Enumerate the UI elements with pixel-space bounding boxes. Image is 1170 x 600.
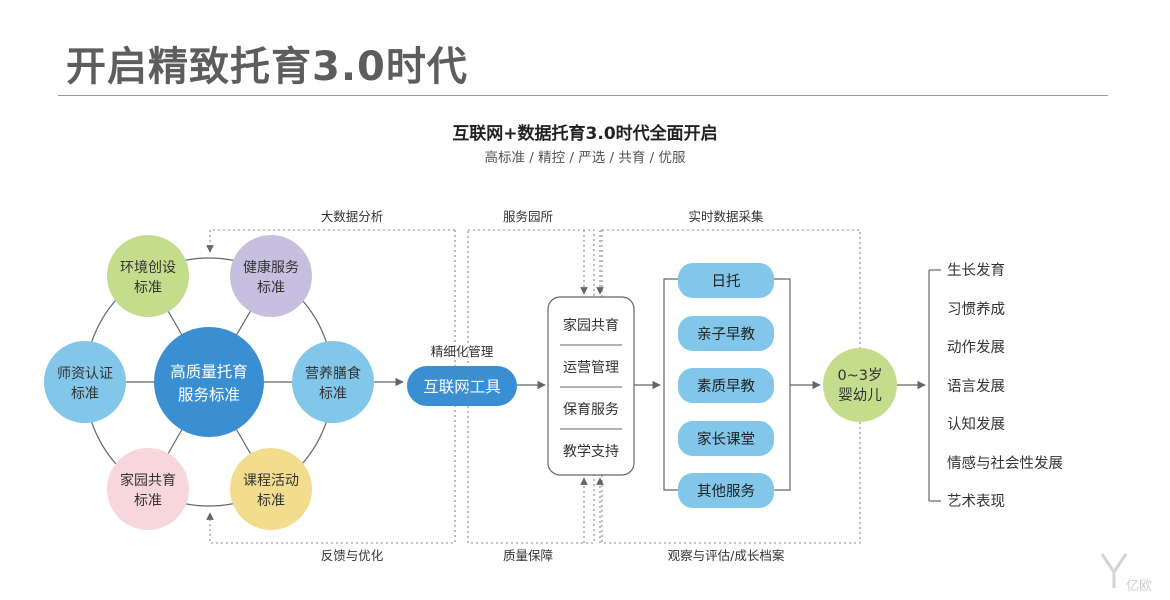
service-other: 其他服务 bbox=[697, 483, 755, 500]
node-teacher-line2: 标准 bbox=[71, 386, 99, 402]
node-family-circle bbox=[107, 448, 189, 530]
services-bracket-left bbox=[663, 278, 680, 491]
service-parent-class: 家长课堂 bbox=[697, 431, 755, 448]
internet-tool-label: 互联网工具 bbox=[423, 378, 501, 396]
label-refine: 精细化管理 bbox=[431, 344, 494, 359]
infant-label: 婴幼儿 bbox=[838, 387, 882, 404]
outcome-item: 艺术表现 bbox=[947, 493, 1005, 510]
node-nutrition-circle bbox=[292, 341, 374, 423]
node-environment-line1: 环境创设 bbox=[120, 260, 176, 276]
service-parent-child: 亲子早教 bbox=[697, 326, 755, 343]
service-pill bbox=[678, 263, 774, 298]
outcome-item: 习惯养成 bbox=[947, 301, 1005, 318]
node-nutrition-line1: 营养膳食 bbox=[305, 365, 361, 382]
node-teacher-line1: 师资认证 bbox=[57, 366, 113, 382]
node-family-line2: 标准 bbox=[134, 493, 162, 509]
outcome-item: 语言发展 bbox=[947, 378, 1005, 395]
center-circle bbox=[154, 327, 264, 437]
service-pill bbox=[678, 421, 774, 456]
outcome-item: 认知发展 bbox=[947, 416, 1005, 433]
node-health-circle bbox=[230, 235, 312, 317]
outcomes-list: 生长发育 习惯养成 动作发展 语言发展 认知发展 情感与社会性发展 艺术表现 bbox=[947, 262, 1063, 510]
node-curriculum-line1: 课程活动 bbox=[243, 473, 299, 489]
outcomes-bracket bbox=[928, 269, 941, 502]
center-line2: 服务标准 bbox=[178, 386, 240, 404]
campus-box bbox=[547, 296, 635, 476]
node-teacher-circle bbox=[44, 341, 126, 423]
campus-item-teaching: 教学支持 bbox=[563, 444, 619, 460]
node-curriculum-line2: 标准 bbox=[257, 493, 285, 509]
center-line1: 高质量托育 bbox=[170, 363, 248, 381]
campus-item-family: 家园共育 bbox=[563, 317, 619, 334]
outcome-item: 生长发育 bbox=[947, 262, 1005, 279]
outcome-item: 情感与社会性发展 bbox=[947, 455, 1063, 472]
label-big-data: 大数据分析 bbox=[321, 209, 384, 224]
diagram-subtitle: 互联网+数据托育3.0时代全面开启 bbox=[452, 124, 718, 144]
node-nutrition-line2: 标准 bbox=[319, 386, 347, 402]
page-title: 开启精致托育3.0时代 bbox=[66, 44, 468, 90]
label-campus: 服务园所 bbox=[503, 209, 553, 224]
service-pill bbox=[678, 473, 774, 508]
service-pill bbox=[678, 316, 774, 351]
big-data-arrow bbox=[206, 229, 455, 253]
title-divider bbox=[58, 95, 1108, 96]
node-environment-circle bbox=[107, 235, 189, 317]
service-quality-edu: 素质早教 bbox=[697, 378, 755, 395]
label-quality: 质量保障 bbox=[503, 548, 553, 563]
infant-circle bbox=[823, 348, 897, 422]
diagram-tagline: 高标准 / 精控 / 严选 / 共育 / 优服 bbox=[484, 150, 686, 166]
node-curriculum-circle bbox=[230, 448, 312, 530]
service-pill bbox=[678, 368, 774, 403]
watermark-logo: 亿欧 bbox=[1100, 553, 1152, 594]
services-list: 日托 亲子早教 素质早教 家长课堂 其他服务 bbox=[678, 263, 774, 508]
outcome-item: 动作发展 bbox=[947, 339, 1005, 356]
service-daycare: 日托 bbox=[712, 273, 741, 290]
node-environment-line2: 标准 bbox=[134, 280, 162, 296]
label-observe: 观察与评估/成长档案 bbox=[668, 548, 785, 563]
campus-item-care: 保育服务 bbox=[563, 402, 619, 418]
services-bracket-right bbox=[774, 278, 791, 491]
label-feedback: 反馈与优化 bbox=[321, 548, 384, 563]
campus-arrows bbox=[580, 230, 604, 543]
campus-frame bbox=[467, 229, 595, 544]
standards-cluster: 环境创设 标准 健康服务 标准 营养膳食 标准 课程活动 标准 家园共育 标准 … bbox=[44, 235, 374, 530]
internet-tool-pill bbox=[407, 366, 517, 406]
watermark-text: 亿欧 bbox=[1126, 579, 1152, 594]
node-health-line2: 标准 bbox=[257, 280, 285, 296]
campus-item-operation: 运营管理 bbox=[563, 360, 619, 376]
node-family-line1: 家园共育 bbox=[120, 472, 176, 489]
node-health-line1: 健康服务 bbox=[243, 259, 299, 276]
label-realtime: 实时数据采集 bbox=[688, 209, 764, 224]
infant-age: 0~3岁 bbox=[837, 367, 882, 384]
